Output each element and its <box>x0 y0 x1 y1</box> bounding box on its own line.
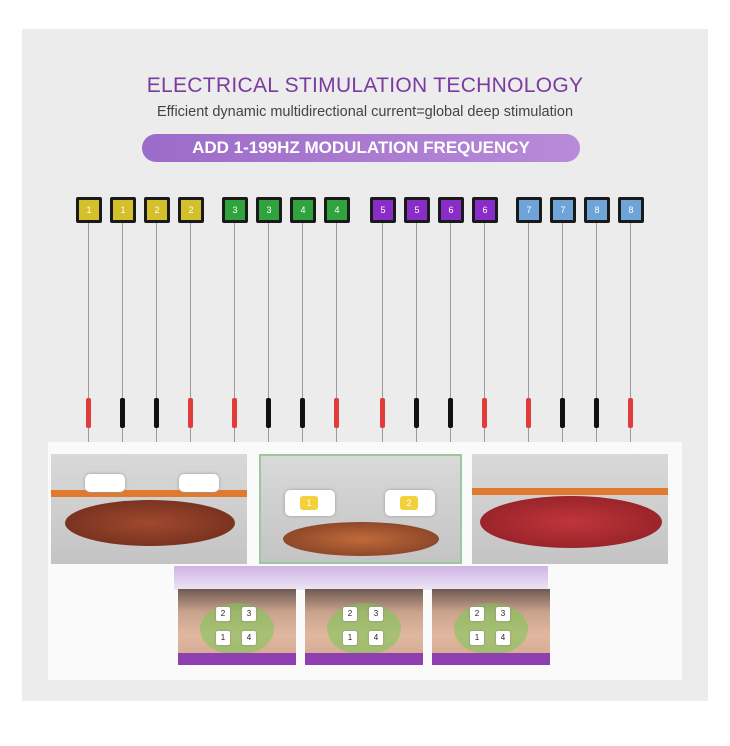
electrode-wire <box>88 223 89 445</box>
electrode-blue: 7 <box>516 197 542 223</box>
black-connector <box>154 398 159 428</box>
red-connector <box>188 398 193 428</box>
pad-number: 1 <box>300 496 318 510</box>
skin-layer <box>51 490 247 497</box>
muscle-diagram-left <box>51 454 247 564</box>
electrode-yellow: 1 <box>110 197 136 223</box>
page-title: ELECTRICAL STIMULATION TECHNOLOGY <box>146 74 584 97</box>
electrode-wire <box>382 223 383 445</box>
electrode-green: 4 <box>290 197 316 223</box>
abdomen-pad: 1 <box>470 631 484 645</box>
electrode-blue: 7 <box>550 197 576 223</box>
electrode-wire <box>336 223 337 445</box>
electrode-wire <box>156 223 157 445</box>
electrode-wire <box>416 223 417 445</box>
electrode-wire <box>528 223 529 445</box>
electrode-wire <box>268 223 269 445</box>
highlight-funnel <box>174 566 548 590</box>
electrode-purple: 5 <box>404 197 430 223</box>
red-connector <box>482 398 487 428</box>
electrode-wire <box>450 223 451 445</box>
pad-number: 2 <box>400 496 418 510</box>
abdomen-pad: 1 <box>343 631 357 645</box>
abdomen-pad: 4 <box>369 631 383 645</box>
abdomen-photo: 2 3 1 4 <box>305 589 423 665</box>
abdomen-pad: 3 <box>242 607 256 621</box>
waistband <box>178 653 296 665</box>
black-connector <box>300 398 305 428</box>
electrode-blue: 8 <box>584 197 610 223</box>
electrode-pad: 2 <box>385 490 435 516</box>
electrode-yellow: 2 <box>178 197 204 223</box>
muscle-shape <box>283 522 439 556</box>
red-connector <box>380 398 385 428</box>
page-subtitle: Efficient dynamic multidirectional curre… <box>156 104 574 120</box>
black-connector <box>594 398 599 428</box>
electrode-purple: 6 <box>472 197 498 223</box>
electrode-wire <box>302 223 303 445</box>
abdomen-photo: 2 3 1 4 <box>432 589 550 665</box>
electrode-yellow: 2 <box>144 197 170 223</box>
electrode-yellow: 1 <box>76 197 102 223</box>
electrode-wire <box>484 223 485 445</box>
abdomen-pad: 2 <box>343 607 357 621</box>
electrode-wire <box>234 223 235 445</box>
abdomen-pad: 2 <box>216 607 230 621</box>
electrode-pad <box>85 474 125 492</box>
electrode-green: 3 <box>256 197 282 223</box>
electrode-wire <box>596 223 597 445</box>
electrode-blue: 8 <box>618 197 644 223</box>
muscle-shape <box>65 500 235 546</box>
red-connector <box>334 398 339 428</box>
red-connector <box>526 398 531 428</box>
stimulation-glow <box>454 603 528 655</box>
abdomen-pad: 3 <box>369 607 383 621</box>
black-connector <box>414 398 419 428</box>
electrode-green: 4 <box>324 197 350 223</box>
electrode-wire <box>190 223 191 445</box>
electrode-wire <box>122 223 123 445</box>
electrode-wire <box>562 223 563 445</box>
waistband <box>305 653 423 665</box>
abdomen-pad: 4 <box>242 631 256 645</box>
red-connector <box>628 398 633 428</box>
muscle-diagram-center: 1 2 <box>259 454 462 564</box>
abdomen-pad: 3 <box>496 607 510 621</box>
electrode-pad: 1 <box>285 490 335 516</box>
skin-layer <box>472 488 668 495</box>
black-connector <box>266 398 271 428</box>
waistband <box>432 653 550 665</box>
muscle-shape <box>480 496 662 548</box>
red-connector <box>86 398 91 428</box>
black-connector <box>448 398 453 428</box>
muscle-diagram-right <box>472 454 668 564</box>
electrode-purple: 6 <box>438 197 464 223</box>
electrode-green: 3 <box>222 197 248 223</box>
frequency-banner: ADD 1-199HZ MODULATION FREQUENCY <box>142 134 580 162</box>
stimulation-glow <box>200 603 274 655</box>
abdomen-pad: 4 <box>496 631 510 645</box>
abdomen-pad: 2 <box>470 607 484 621</box>
abdomen-photo: 2 3 1 4 <box>178 589 296 665</box>
stimulation-glow <box>327 603 401 655</box>
red-connector <box>232 398 237 428</box>
black-connector <box>120 398 125 428</box>
electrode-pad <box>179 474 219 492</box>
electrode-wire <box>630 223 631 445</box>
abdomen-pad: 1 <box>216 631 230 645</box>
electrode-purple: 5 <box>370 197 396 223</box>
black-connector <box>560 398 565 428</box>
